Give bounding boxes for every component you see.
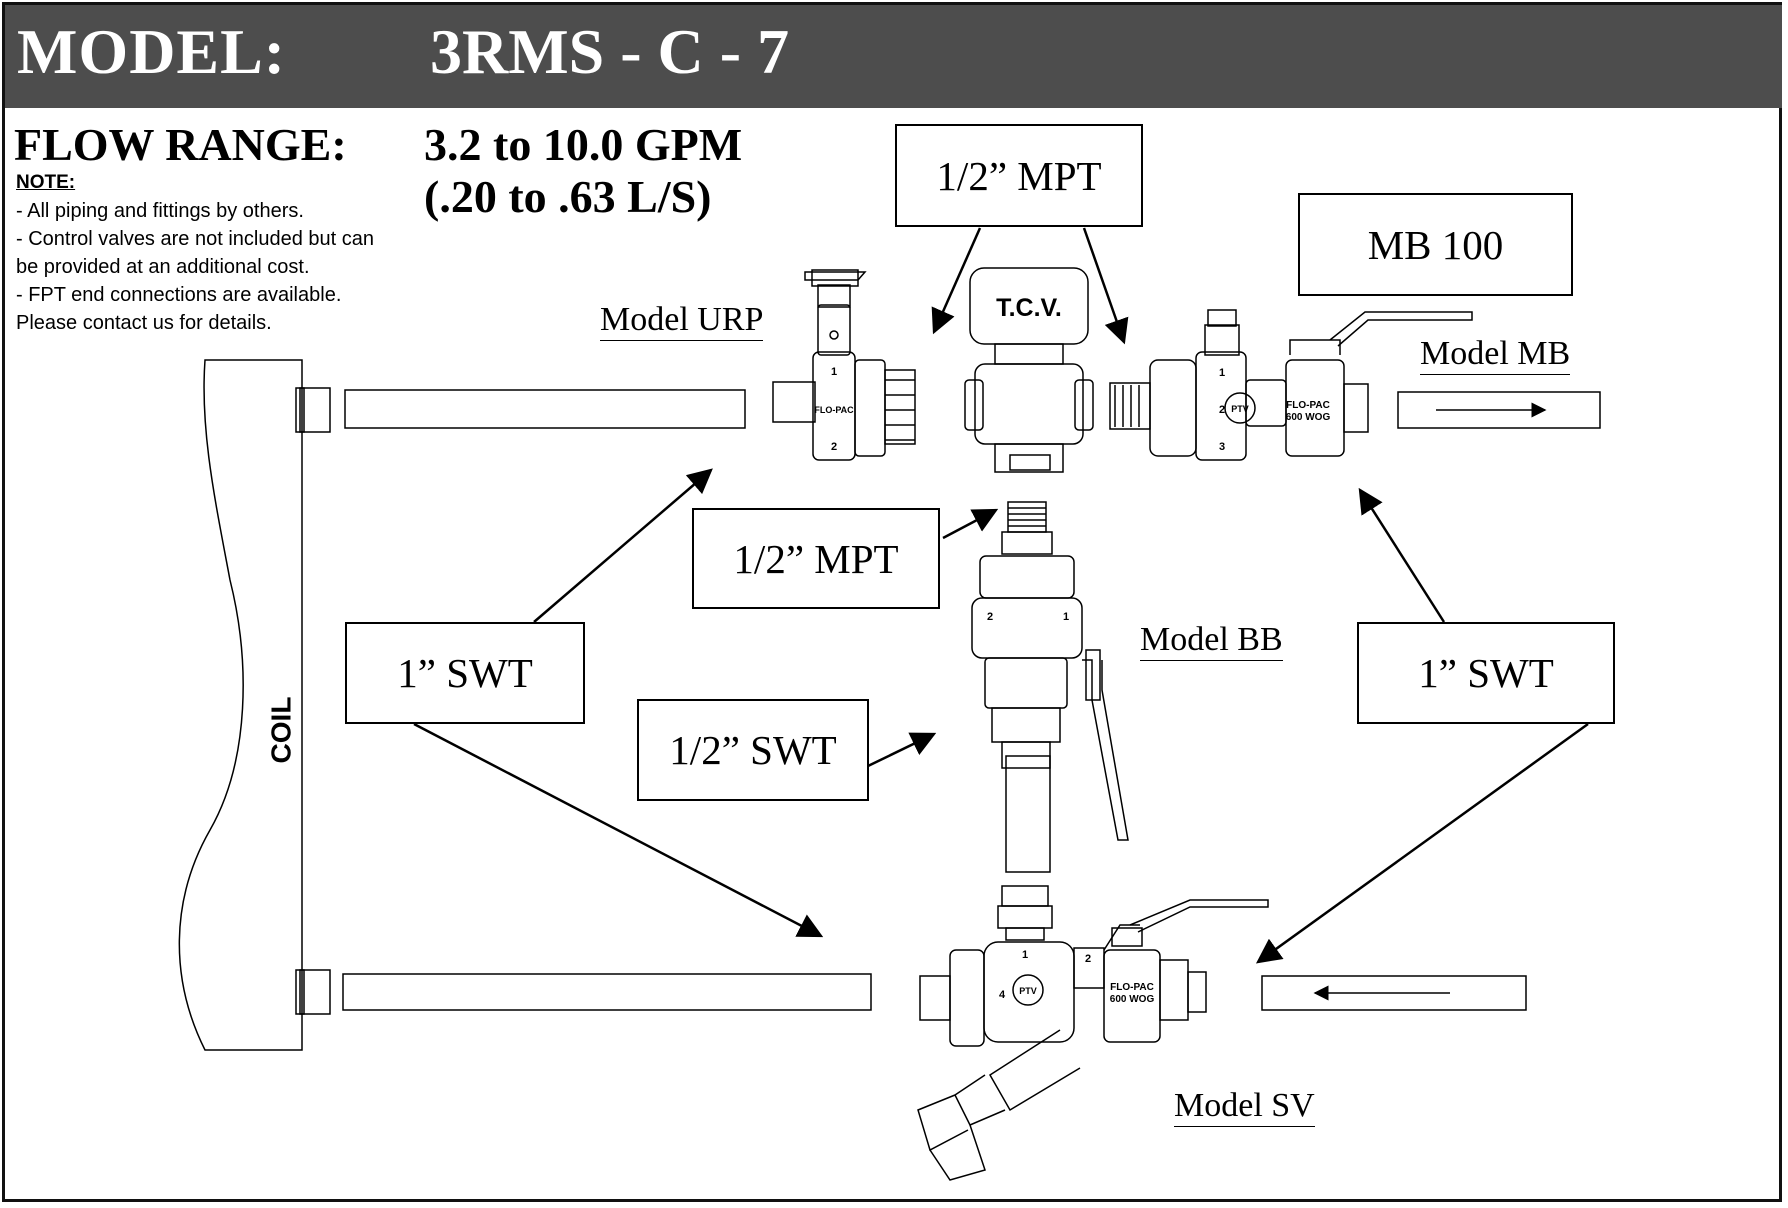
flow-range-label: FLOW RANGE: [14,119,347,170]
outlet-pipe [1397,391,1601,429]
sv-ptv-label: PTV [1019,986,1037,996]
model-value: 3RMS - C - 7 [430,16,790,87]
note-line: be provided at an additional cost. [16,256,310,278]
mb-ptv-label: PTV [1231,404,1249,414]
sv-port-2: 2 [1085,953,1091,965]
mb-port-3: 3 [1219,441,1225,453]
flow-range-ls: (.20 to .63 L/S) [424,171,712,222]
top-supply-pipe [344,389,746,429]
note-line: - All piping and fittings by others. [16,200,304,222]
model-label: MODEL: [17,16,287,87]
tcv-body [964,267,1094,473]
callout-mpt-mid: 1/2” MPT [692,508,940,609]
callout-mpt-top: 1/2” MPT [895,124,1143,227]
urp-flopac-label: FLO-PAC [814,405,854,415]
mb-wog-label: 600 WOG [1286,412,1331,423]
urp-valve [772,269,916,461]
sv-flopac-label: FLO-PAC [1110,982,1154,993]
coil-upper-stub [299,387,331,433]
bb-port-2: 2 [987,611,993,623]
tcv-label: T.C.V. [996,294,1062,322]
bb-port-1: 1 [1063,611,1069,623]
callout-swt-right: 1” SWT [1357,622,1615,724]
model-bb-label: Model BB [1140,622,1283,661]
model-sv-label: Model SV [1174,1088,1315,1127]
bottom-return-pipe [342,973,872,1011]
note-line: - Control valves are not included but ca… [16,228,374,250]
mb-port-1: 1 [1219,367,1225,379]
bb-valve [971,501,1129,873]
note-line: - FPT end connections are available. [16,284,342,306]
sv-valve [917,885,1269,1181]
mb-flopac-label: FLO-PAC [1286,400,1330,411]
sv-port-1: 1 [1022,949,1028,961]
coil-label: COIL [265,696,297,764]
inlet-pipe [1261,975,1527,1011]
sv-port-4: 4 [999,989,1006,1001]
note-title: NOTE: [16,172,76,193]
model-urp-label: Model URP [600,302,764,341]
coil-body [178,359,303,1051]
sv-wog-label: 600 WOG [1110,994,1155,1005]
model-mb-label: Model MB [1420,336,1571,375]
callout-swt-half: 1/2” SWT [637,699,869,801]
mb-port-2: 2 [1219,404,1225,416]
note-line: Please contact us for details. [16,312,272,334]
flow-range-gpm: 3.2 to 10.0 GPM [424,119,743,170]
urp-port-2: 2 [831,441,837,453]
mb-valve [1109,309,1473,461]
callout-swt-left: 1” SWT [345,622,585,724]
model-banner: MODEL: 3RMS - C - 7 [5,5,1782,108]
callout-mb100: MB 100 [1298,193,1573,296]
urp-port-1: 1 [831,366,837,378]
